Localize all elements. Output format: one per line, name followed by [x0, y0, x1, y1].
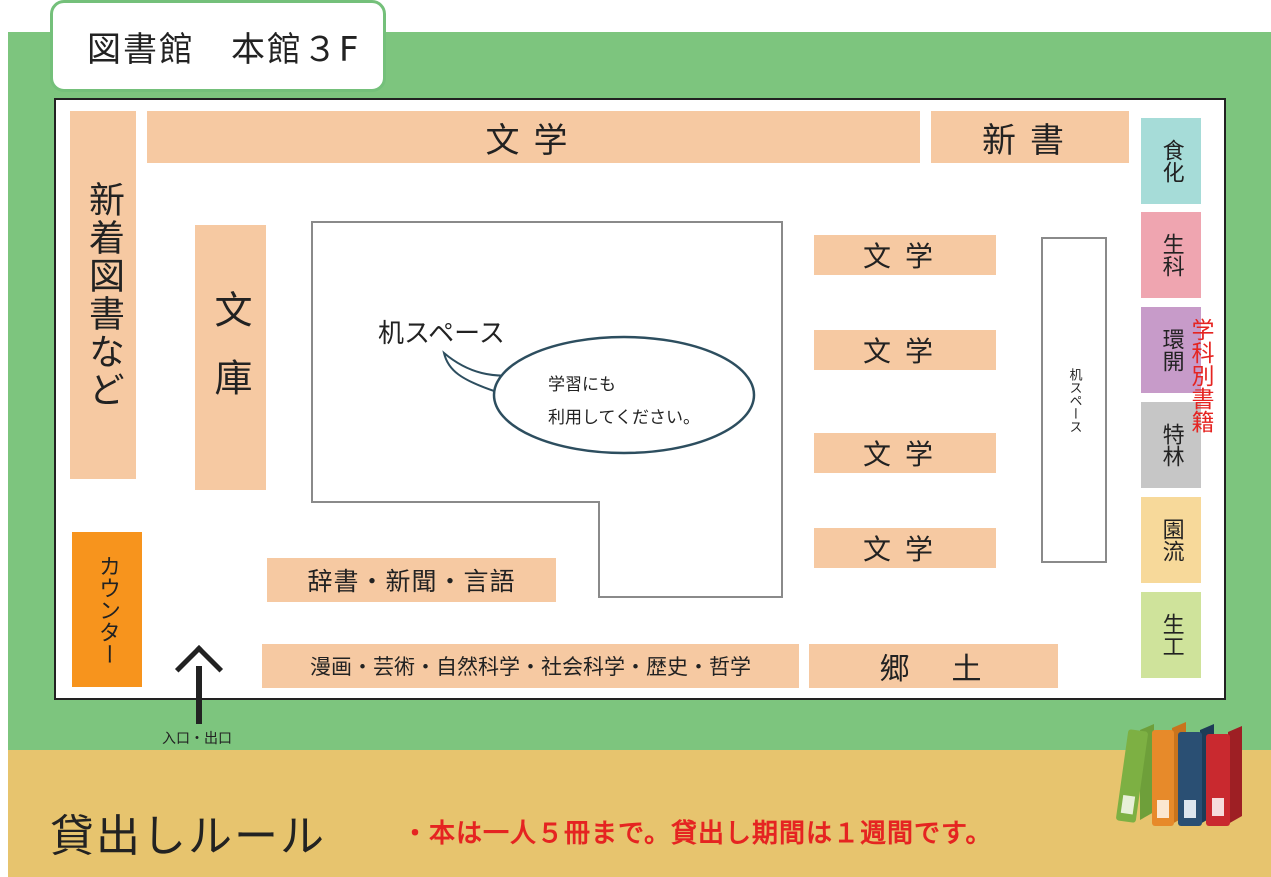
shelf-bottom-row: 漫画・芸術・自然科学・社会科学・歴史・哲学: [262, 644, 799, 688]
dept-tile-label: 特林: [1158, 423, 1184, 467]
desk-space-label: 机スペース: [378, 319, 505, 349]
dept-tile-food: 食化: [1141, 118, 1201, 204]
shelf-dictionary: 辞書・新聞・言語: [267, 558, 556, 602]
shelf-literature-right-4: 文学: [814, 528, 996, 568]
entrance-label: 入口・出口: [162, 731, 232, 747]
shelf-new-arrivals: 新着図書など: [70, 111, 136, 479]
desk-space-side: 机スペース: [1041, 237, 1107, 563]
shelf-shinsho: 新書: [931, 111, 1129, 163]
dept-tile-label: 環開: [1158, 328, 1184, 372]
dept-tile-forest: 特林: [1141, 402, 1201, 488]
shelf-literature-right-3: 文学: [814, 433, 996, 473]
dept-tile-label: 食化: [1158, 139, 1184, 183]
dept-tile-label: 園流: [1158, 518, 1184, 562]
counter: カウンター: [72, 532, 142, 687]
bubble-text-line1: 学習にも: [548, 375, 616, 395]
bubble-text-line2: 利用してください。: [548, 408, 700, 428]
dept-tile-label: 生工: [1158, 613, 1184, 657]
dept-tile-eng: 生工: [1141, 592, 1201, 678]
rules-title: 貸出しルール: [50, 811, 326, 862]
dept-tile-env: 環開: [1141, 307, 1201, 393]
shelf-local: 郷 土: [809, 644, 1058, 688]
books-icon: [1116, 722, 1242, 826]
shelf-bunko: 文庫: [195, 225, 266, 490]
dept-tile-label: 生科: [1158, 233, 1184, 277]
dept-tile-bio: 生科: [1141, 212, 1201, 298]
up-arrow-icon: [196, 666, 202, 724]
rules-band: [8, 750, 1271, 877]
rules-text: ・本は一人５冊まで。貸出し期間は１週間です。: [402, 819, 993, 849]
speech-bubble: [442, 335, 756, 455]
dept-books-label: 学科別書籍: [1187, 318, 1213, 433]
shelf-literature-right-1: 文学: [814, 235, 996, 275]
dept-tile-garden: 園流: [1141, 497, 1201, 583]
shelf-literature-top: 文学: [147, 111, 920, 163]
page-title: 図書館 本館３F: [50, 0, 386, 92]
shelf-literature-right-2: 文学: [814, 330, 996, 370]
